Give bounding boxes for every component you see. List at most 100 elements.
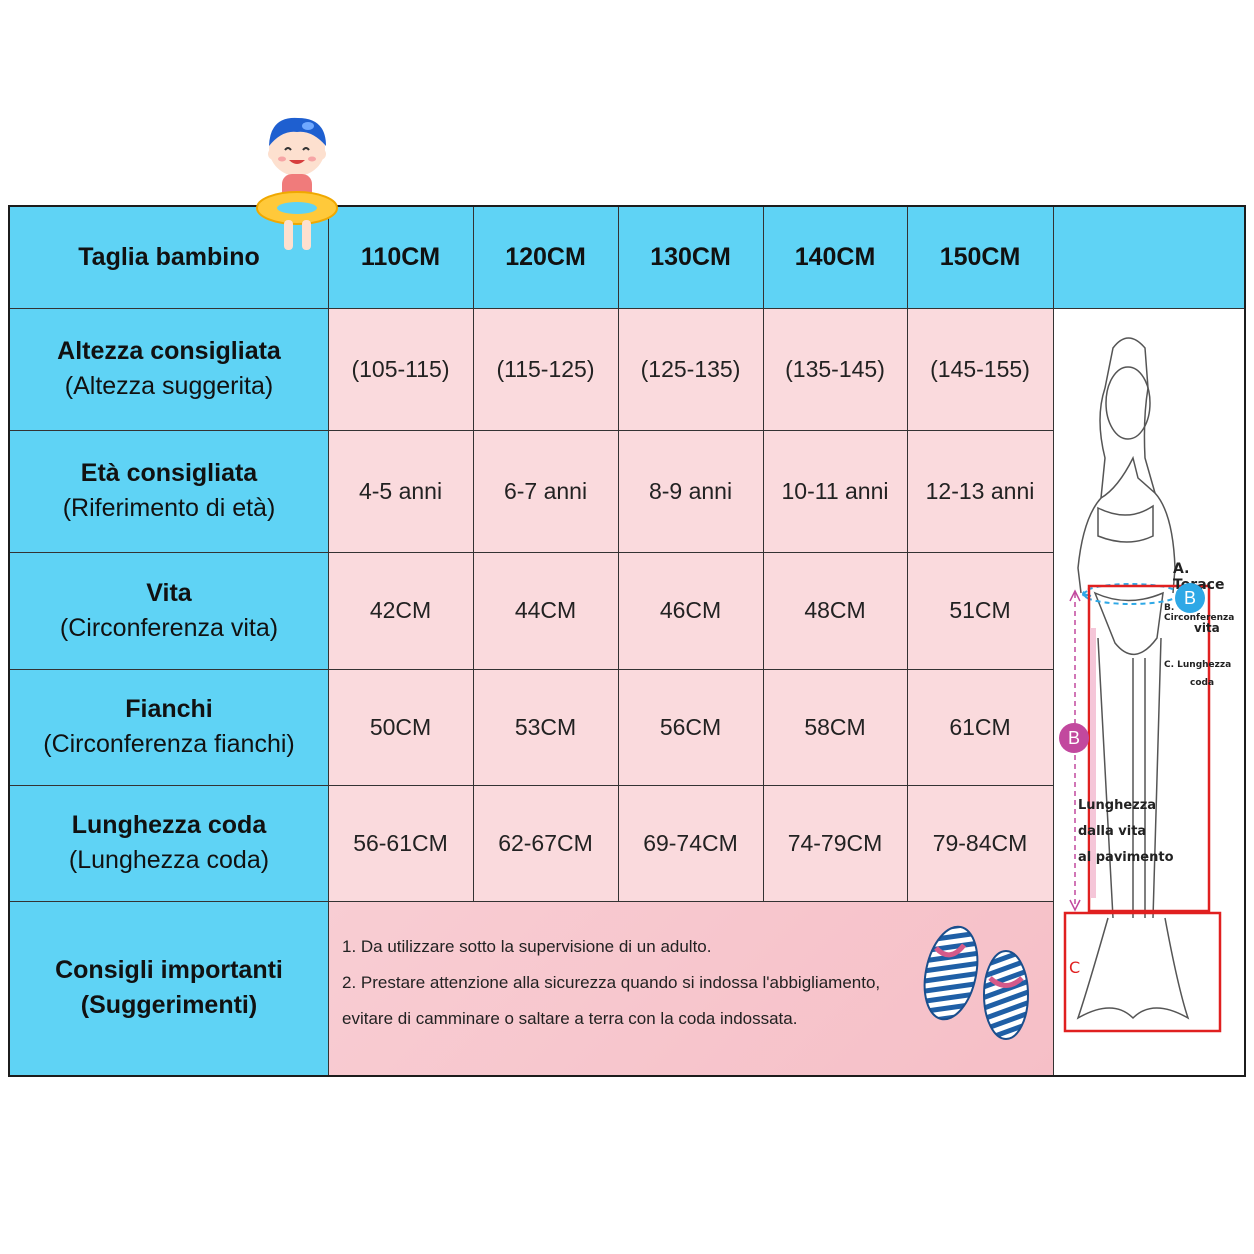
cell-value: 51CM [949, 597, 1011, 623]
table-cell: 56-61CM [328, 785, 473, 901]
table-cell: 58CM [763, 669, 907, 785]
grid-line [10, 430, 1053, 431]
cell-value: (105-115) [351, 355, 450, 382]
size-header-120: 120CM [473, 207, 618, 308]
row-label-tail-length: Lunghezza coda (Lunghezza coda) [10, 785, 328, 901]
grid-line [763, 207, 764, 901]
grid-line [10, 785, 1053, 786]
cell-value: 4-5 anni [358, 477, 443, 504]
table-cell: 44CM [473, 552, 618, 669]
length-line: dalla vita [1078, 824, 1147, 839]
marker-b-magenta: B [1059, 723, 1089, 753]
table-cell: 4-5 anni [328, 430, 473, 552]
size-header-text: 150CM [939, 243, 1021, 271]
size-header-text: 130CM [650, 243, 731, 271]
length-line: Lunghezza [1078, 798, 1157, 813]
table-cell: 74-79CM [763, 785, 907, 901]
table-cell: 42CM [328, 552, 473, 669]
tips-text: 1. Da utilizzare sotto la supervisione d… [342, 929, 912, 1037]
cell-value: 10-11 anni [781, 477, 889, 504]
length-line: al pavimento [1078, 850, 1174, 865]
table-cell: 69-74CM [618, 785, 763, 901]
label-b-1: B. Circonferenza [1164, 603, 1235, 623]
cell-value: 6-7 anni [503, 477, 588, 504]
table-cell: 6-7 anni [473, 430, 618, 552]
header-label: Taglia bambino [78, 243, 260, 271]
table-cell: (135-145) [763, 308, 907, 430]
cell-value: 8-9 anni [648, 477, 733, 504]
size-header-150: 150CM [907, 207, 1053, 308]
row-sublabel-text: (Riferimento di età) [62, 494, 276, 522]
cell-value: 69-74CM [643, 829, 738, 856]
child-with-swim-ring-icon [256, 117, 338, 250]
grid-line [1053, 207, 1054, 1075]
cell-value: 62-67CM [498, 829, 593, 856]
cell-value: 12-13 anni [925, 477, 1035, 504]
cell-value: 50CM [369, 713, 432, 740]
size-header-text: 140CM [794, 243, 876, 271]
label-c-1: C. Lunghezza [1164, 660, 1232, 670]
grid-line [473, 207, 474, 901]
row-label-text: Fianchi [125, 695, 213, 723]
table-cell: 46CM [618, 552, 763, 669]
table-cell: 10-11 anni [763, 430, 907, 552]
size-header-text: 120CM [505, 243, 586, 271]
label-c-2: coda [1190, 678, 1215, 688]
size-header-140: 140CM [763, 207, 907, 308]
cell-value: 53CM [514, 713, 577, 740]
table-cell: 51CM [907, 552, 1053, 669]
grid-line [328, 207, 329, 1075]
cell-value: 48CM [804, 597, 866, 623]
row-label-hips: Fianchi (Circonferenza fianchi) [10, 669, 328, 785]
header-label-cell: Taglia bambino [10, 207, 328, 308]
cell-value: 44CM [514, 597, 577, 623]
row-label-text: Altezza consigliata [57, 337, 281, 365]
table-cell: 8-9 anni [618, 430, 763, 552]
size-chart-table: Taglia bambino 110CM 120CM 130CM 140CM 1… [8, 205, 1246, 1077]
row-label-text: Vita [146, 578, 192, 607]
tips-cell: 1. Da utilizzare sotto la supervisione d… [328, 901, 1053, 1075]
flip-flops-icon [923, 925, 1029, 1040]
grid-line [10, 669, 1053, 670]
table-cell: (145-155) [907, 308, 1053, 430]
table-cell: (115-125) [473, 308, 618, 430]
row-label-age: Età consigliata (Riferimento di età) [10, 430, 328, 552]
grid-line [10, 552, 1053, 553]
row-label-text: Consigli importanti [55, 956, 283, 984]
label-b-2: vita [1194, 621, 1220, 635]
tip-line: 2. Prestare attenzione alla sicurezza qu… [342, 973, 881, 992]
row-label-tips: Consigli importanti (Suggerimenti) [10, 901, 328, 1075]
cell-value: (125-135) [640, 355, 741, 382]
size-header-110: 110CM [328, 207, 473, 308]
grid-line [10, 901, 1053, 902]
table-cell: 12-13 anni [907, 430, 1053, 552]
marker-c: C [1069, 958, 1081, 977]
row-sublabel-text: (Circonferenza fianchi) [43, 730, 295, 758]
table-cell: (105-115) [328, 308, 473, 430]
cell-value: (145-155) [930, 355, 1030, 382]
marker-b-blue: B [1175, 583, 1205, 613]
cell-value: 58CM [804, 713, 866, 740]
diagram-header-cell [1053, 207, 1244, 308]
row-label-height: Altezza consigliata (Altezza suggerita) [10, 308, 328, 430]
cell-value: 56CM [659, 713, 722, 740]
row-sublabel-text: (Lunghezza coda) [68, 846, 270, 874]
size-header-text: 110CM [360, 243, 441, 271]
cell-value: 79-84CM [932, 829, 1028, 856]
body-outline-figure [1063, 337, 1222, 1033]
row-label-waist: Vita (Circonferenza vita) [10, 552, 328, 669]
table-cell: 53CM [473, 669, 618, 785]
measurement-diagram: A. Torace B. Circonferenza vita C. Lungh… [1053, 308, 1244, 1075]
cell-value: (115-125) [496, 355, 595, 382]
grid-line [618, 207, 619, 901]
cell-value: 61CM [949, 713, 1011, 740]
cell-value: (135-145) [785, 355, 885, 382]
cell-value: 42CM [369, 597, 432, 623]
grid-line [907, 207, 908, 901]
size-header-130: 130CM [618, 207, 763, 308]
table-cell: (125-135) [618, 308, 763, 430]
tip-line: evitare di camminare o saltare a terra c… [342, 1009, 798, 1028]
cell-value: 46CM [659, 597, 722, 623]
row-label-text: Età consigliata [80, 459, 258, 487]
table-cell: 50CM [328, 669, 473, 785]
